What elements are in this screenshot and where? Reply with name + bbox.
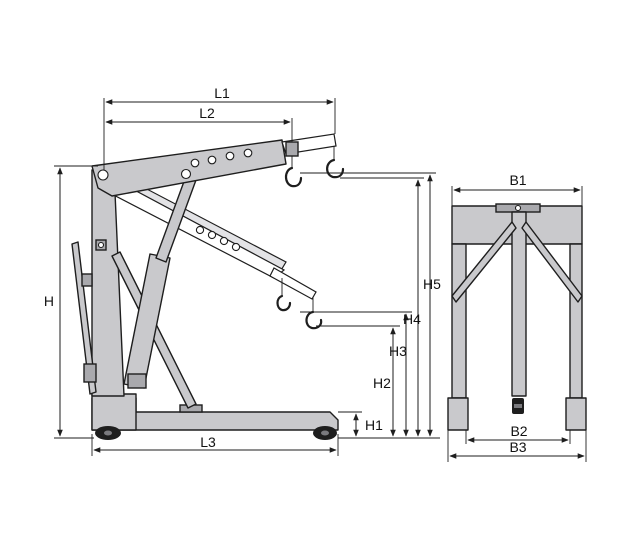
label-h1: H1: [365, 417, 383, 433]
label-b3: B3: [509, 439, 526, 455]
base-leg: [91, 393, 339, 431]
lowered-hook-outer: [305, 297, 323, 330]
label-b2: B2: [510, 423, 527, 439]
label-l2: L2: [199, 105, 215, 121]
label-b1: B1: [509, 172, 526, 188]
raised-hook-inner: [284, 156, 303, 188]
hydraulic-ram: [123, 175, 197, 389]
mast: [91, 169, 125, 397]
front-view: [447, 203, 587, 431]
lowered-hook-inner: [276, 278, 292, 312]
side-dimensions: L1 L2 L3 H H1 H2 H3 H4: [44, 85, 441, 456]
side-view: [71, 133, 345, 440]
boom-extension: [281, 133, 337, 157]
label-h: H: [44, 293, 54, 309]
rear-wheel: [95, 426, 121, 440]
front-wheel: [313, 426, 337, 440]
pump-handle: [71, 241, 97, 395]
label-h4: H4: [403, 311, 421, 327]
label-l3: L3: [200, 434, 216, 450]
front-dimensions: B1 B2 B3: [447, 172, 587, 462]
label-h5: H5: [423, 276, 441, 292]
raised-hook-outer: [326, 146, 345, 179]
main-boom: [91, 139, 287, 197]
label-h2: H2: [373, 375, 391, 391]
lowered-boom: [103, 175, 323, 330]
label-h3: H3: [389, 343, 407, 359]
label-l1: L1: [214, 85, 230, 101]
